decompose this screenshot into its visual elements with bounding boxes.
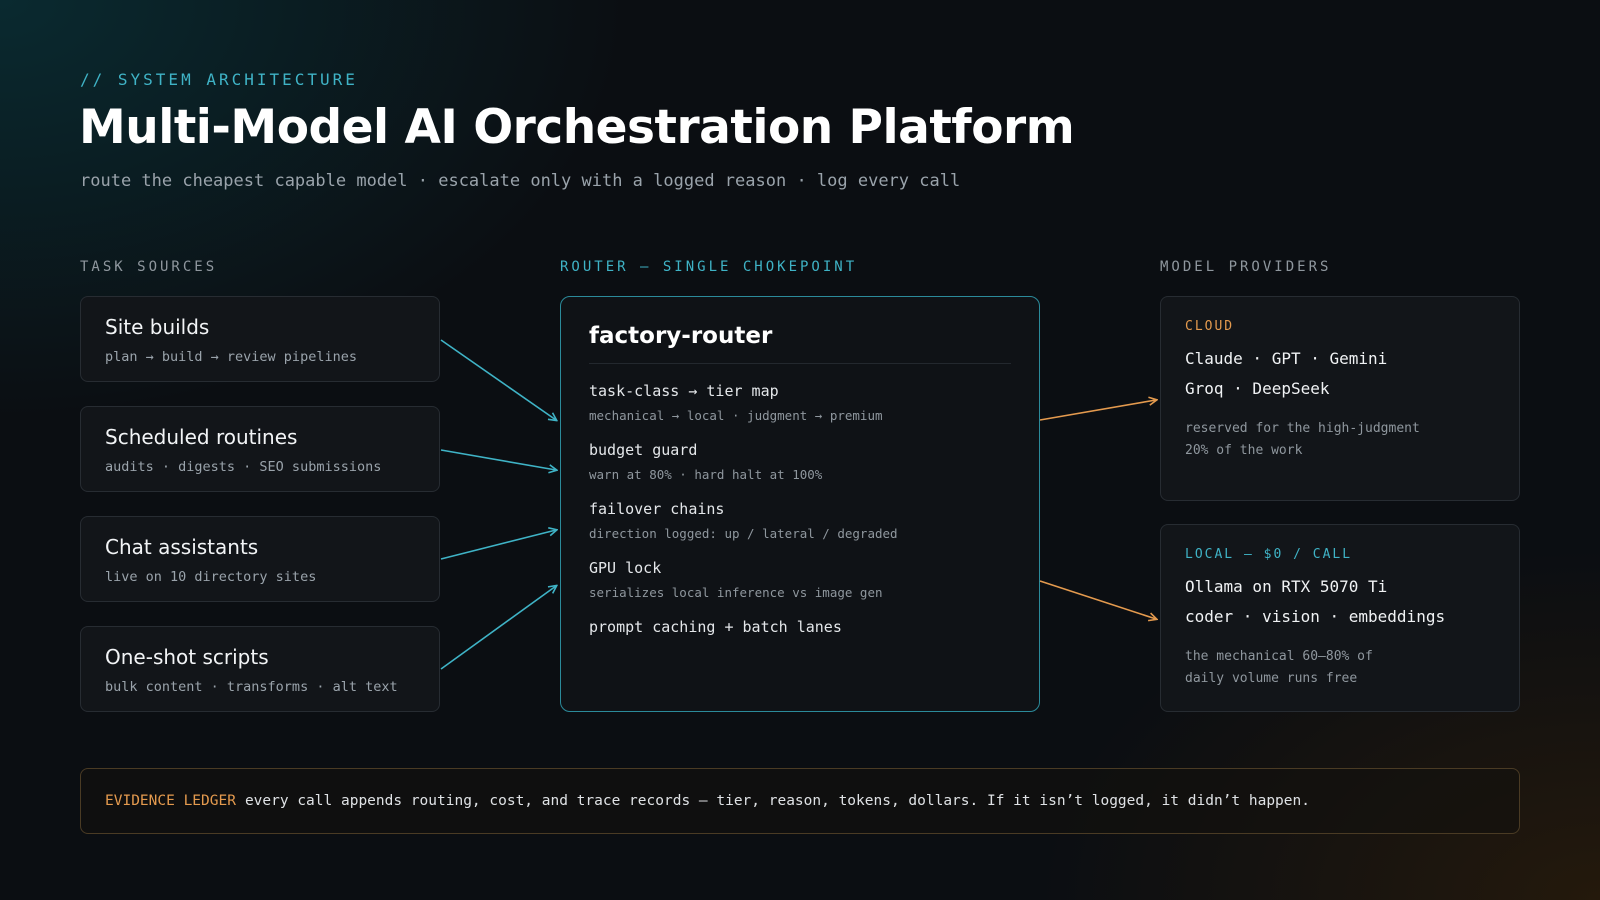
provider-tag: CLOUD <box>1185 319 1235 334</box>
ledger-label: EVIDENCE LEDGER <box>105 793 236 809</box>
router-feature-name: failover chains <box>589 500 725 518</box>
router-feature-description: warn at 80% · hard halt at 100% <box>589 467 823 482</box>
provider-models: Groq · DeepSeek <box>1185 379 1330 398</box>
arrow-scheduled-routines-to-router <box>440 449 556 470</box>
source-description: live on 10 directory sites <box>105 569 317 585</box>
router-feature-failover-chains: failover chains direction logged: up / l… <box>589 500 1011 541</box>
router-feature-name: prompt caching + batch lanes <box>589 618 842 636</box>
provider-models: coder · vision · embeddings <box>1185 607 1446 626</box>
provider-note: reserved for the high-judgment <box>1185 421 1420 436</box>
provider-models: Ollama on RTX 5070 Ti <box>1185 577 1388 596</box>
arrow-router-to-cloud <box>1039 400 1156 421</box>
provider-tag: LOCAL — $0 / CALL <box>1185 547 1353 562</box>
router-feature-budget-guard: budget guard warn at 80% · hard halt at … <box>589 441 1011 482</box>
router-feature-name: task-class → tier map <box>589 382 779 400</box>
column-heading-task-sources: TASK SOURCES <box>80 259 218 275</box>
provider-card-local: LOCAL — $0 / CALL Ollama on RTX 5070 Ti … <box>1160 524 1520 712</box>
router-feature-name: budget guard <box>589 441 698 459</box>
source-card-site-builds: Site builds plan → build → review pipeli… <box>80 296 440 382</box>
ledger-text: every call appends routing, cost, and tr… <box>244 793 1310 809</box>
router-feature-description: direction logged: up / lateral / degrade… <box>589 526 898 541</box>
source-title: One-shot scripts <box>105 645 269 669</box>
source-card-one-shot-scripts: One-shot scripts bulk content · transfor… <box>80 626 440 712</box>
column-heading-router: ROUTER — SINGLE CHOKEPOINT <box>560 259 858 275</box>
router-feature-gpu-lock: GPU lock serializes local inference vs i… <box>589 559 1011 600</box>
source-description: plan → build → review pipelines <box>105 349 357 365</box>
page-title: Multi-Model AI Orchestration Platform <box>79 100 1075 155</box>
source-card-chat-assistants: Chat assistants live on 10 directory sit… <box>80 516 440 602</box>
section-kicker: // SYSTEM ARCHITECTURE <box>80 70 358 89</box>
arrow-chat-assistants-to-router <box>440 530 556 560</box>
router-panel: factory-router task-class → tier map mec… <box>560 296 1040 712</box>
source-description: audits · digests · SEO submissions <box>105 459 382 475</box>
router-title: factory-router <box>589 323 1011 364</box>
evidence-ledger-banner: EVIDENCE LEDGER every call appends routi… <box>80 768 1520 834</box>
provider-card-cloud: CLOUD Claude · GPT · Gemini Groq · DeepS… <box>1160 296 1520 501</box>
provider-note: the mechanical 60–80% of <box>1185 649 1373 664</box>
source-card-scheduled-routines: Scheduled routines audits · digests · SE… <box>80 406 440 492</box>
router-feature-description: serializes local inference vs image gen <box>589 585 883 600</box>
router-feature-prompt-caching: prompt caching + batch lanes <box>589 618 1011 636</box>
router-feature-name: GPU lock <box>589 559 662 577</box>
router-feature-tier-map: task-class → tier map mechanical → local… <box>589 382 1011 423</box>
router-feature-description: mechanical → local · judgment → premium <box>589 408 883 423</box>
page-subtitle: route the cheapest capable model · escal… <box>80 171 961 191</box>
arrow-router-to-local <box>1039 580 1156 619</box>
arrow-site-builds-to-router <box>440 339 556 420</box>
column-heading-model-providers: MODEL PROVIDERS <box>1160 259 1332 275</box>
provider-models: Claude · GPT · Gemini <box>1185 349 1388 368</box>
source-title: Scheduled routines <box>105 425 298 449</box>
source-description: bulk content · transforms · alt text <box>105 679 398 695</box>
source-title: Chat assistants <box>105 535 259 559</box>
source-title: Site builds <box>105 315 210 339</box>
arrow-one-shot-scripts-to-router <box>440 586 556 670</box>
provider-note: 20% of the work <box>1185 443 1303 458</box>
provider-note: daily volume runs free <box>1185 671 1358 686</box>
